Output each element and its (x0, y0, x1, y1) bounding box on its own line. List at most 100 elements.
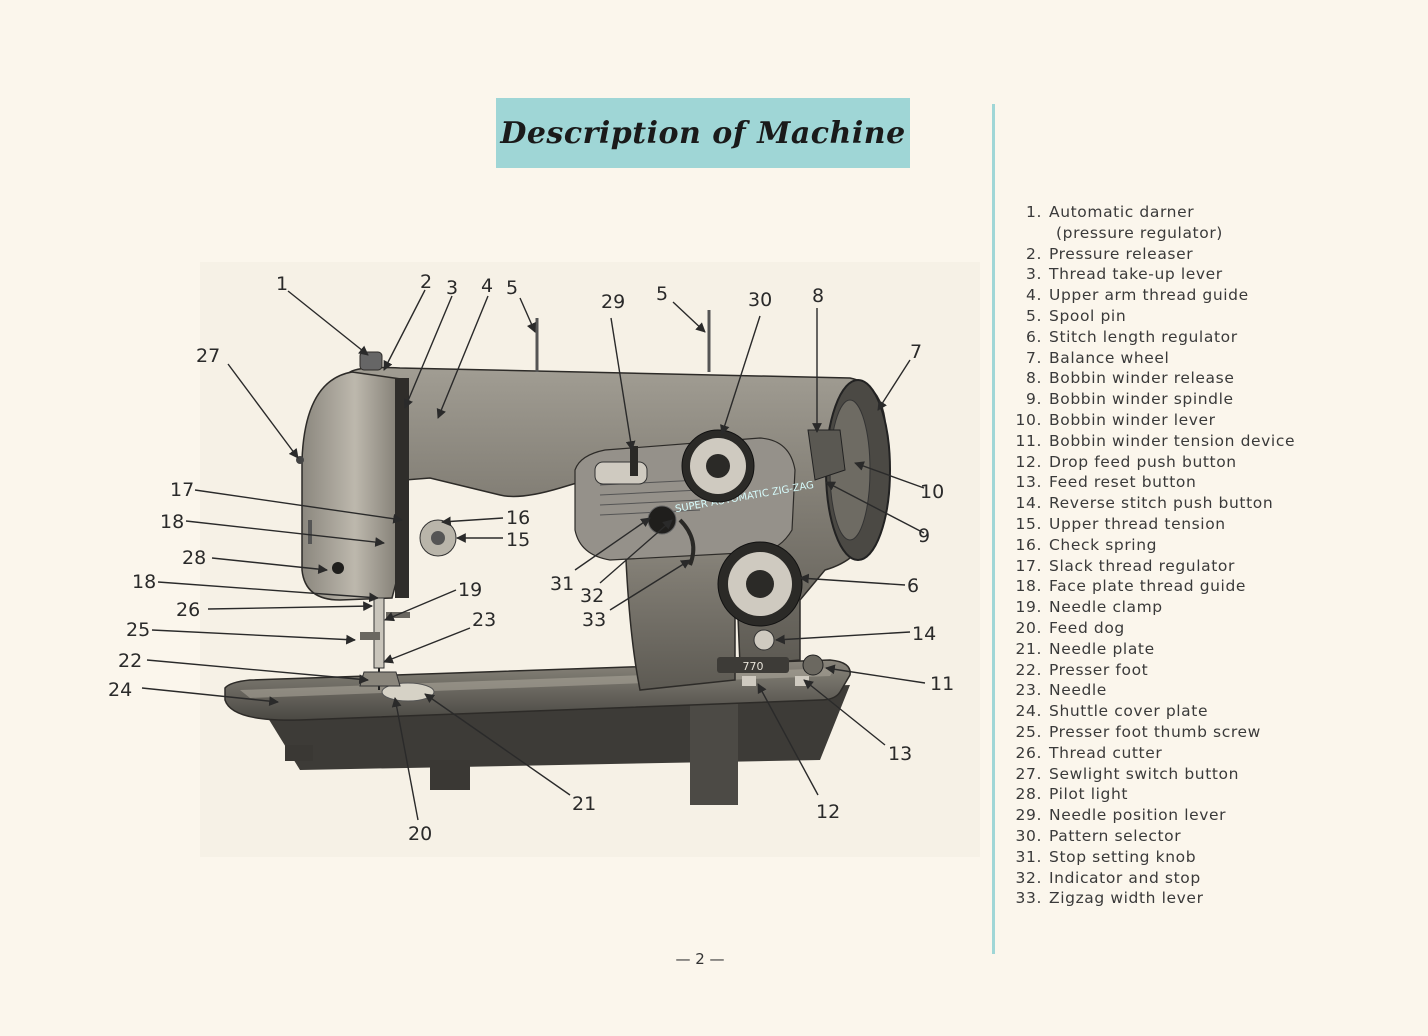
callout-20: 20 (408, 823, 432, 845)
callout-13: 13 (888, 743, 912, 765)
legend-item-label: Pattern selector (1049, 826, 1182, 845)
legend-item: 10.Bobbin winder lever (1008, 410, 1418, 431)
legend-item: 15.Upper thread tension (1008, 514, 1418, 535)
callout-32: 32 (580, 585, 604, 607)
legend-item-number: 30. (1015, 826, 1042, 845)
legend-item-label: Needle plate (1049, 639, 1155, 658)
legend-item-label: Bobbin winder spindle (1049, 390, 1234, 409)
legend-item-label: Face plate thread guide (1049, 577, 1247, 596)
legend-item-number: 20. (1015, 618, 1042, 637)
legend-item-label: Reverse stitch push button (1049, 494, 1274, 513)
legend-item: 13.Feed reset button (1008, 472, 1418, 493)
legend-item-label: Thread cutter (1049, 743, 1163, 762)
legend-item-label: Shuttle cover plate (1049, 702, 1209, 721)
legend-item-subtitle: (pressure regulator) (1056, 223, 1223, 242)
legend-item-number: 24. (1015, 702, 1042, 721)
needle-position-slot (594, 461, 648, 485)
legend-item-label: Bobbin winder tension device (1049, 431, 1296, 450)
callout-3: 3 (446, 277, 458, 299)
legend-item-label: Thread take-up lever (1049, 265, 1223, 284)
legend-item-label: Slack thread regulator (1049, 556, 1235, 575)
page-number: — 2 — (675, 950, 725, 968)
callout-10: 10 (920, 481, 944, 503)
needle-assembly (359, 597, 410, 690)
callout-23: 23 (472, 609, 496, 631)
legend-item-number: 6. (1026, 327, 1042, 346)
callout-labels: 1 2 3 4 5 5 27 29 30 8 7 10 9 17 16 15 1… (108, 271, 954, 845)
column-divider (992, 104, 995, 954)
legend-item-label: Pilot light (1049, 785, 1129, 804)
legend-item-label: Spool pin (1049, 306, 1127, 325)
callout-27: 27 (196, 345, 220, 367)
legend-item: 31.Stop setting knob (1008, 847, 1418, 868)
callout-17: 17 (170, 479, 194, 501)
legend-item-label: Zigzag width lever (1049, 889, 1204, 908)
legend-item-number: 22. (1015, 660, 1042, 679)
legend-item-number: 21. (1015, 639, 1042, 658)
legend-item-number: 28. (1015, 785, 1042, 804)
parts-legend: 1.Automatic darner(pressure regulator)2.… (1008, 202, 1418, 909)
callout-15: 15 (506, 529, 530, 551)
legend-item: 26.Thread cutter (1008, 743, 1418, 764)
legend-item-number: 7. (1026, 348, 1042, 367)
callout-26: 26 (176, 599, 200, 621)
legend-item-label: Pressure releaser (1049, 244, 1194, 263)
legend-item: 19.Needle clamp (1008, 597, 1418, 618)
legend-item: 27.Sewlight switch button (1008, 764, 1418, 785)
bobbin-winder (807, 429, 846, 481)
legend-item-number: 5. (1026, 306, 1042, 325)
legend-item-number: 23. (1015, 681, 1042, 700)
callout-14: 14 (912, 623, 936, 645)
legend-item: 14. Reverse stitch push button (1008, 493, 1418, 514)
legend-item-number: 11. (1015, 431, 1042, 450)
legend-item: 12.Drop feed push button (1008, 452, 1418, 473)
legend-item: 5. Spool pin (1008, 306, 1418, 327)
legend-item: 22.Presser foot (1008, 660, 1418, 681)
legend-item-number: 29. (1015, 806, 1042, 825)
title-banner: Description of Machine (496, 98, 910, 168)
legend-item-number: 16. (1015, 535, 1042, 554)
bobbin-tension-knob (802, 654, 824, 676)
legend-item: 16. Check spring (1008, 535, 1418, 556)
model-number: 770 (743, 660, 764, 673)
legend-item-number: 14. (1015, 494, 1042, 513)
legend-item-number: 18. (1015, 577, 1042, 596)
legend-item-label: Balance wheel (1049, 348, 1170, 367)
callout-1: 1 (276, 273, 288, 295)
callout-25: 25 (126, 619, 150, 641)
legend-item-label: Needle clamp (1049, 598, 1163, 617)
legend-item-label: Indicator and stop (1049, 868, 1201, 887)
legend-item: 4.Upper arm thread guide (1008, 285, 1418, 306)
legend-item-number: 9. (1026, 390, 1042, 409)
page-title: Description of Machine (500, 115, 906, 151)
callout-11: 11 (930, 673, 954, 695)
legend-item-number: 27. (1015, 764, 1042, 783)
legend-item: 32.Indicator and stop (1008, 868, 1418, 889)
legend-item-label: Upper arm thread guide (1049, 286, 1249, 305)
legend-item-label: Upper thread tension (1049, 514, 1226, 533)
leader-lines (141, 289, 926, 821)
callout-28: 28 (182, 547, 206, 569)
callout-9: 9 (918, 525, 930, 547)
legend-item-number: 17. (1015, 556, 1042, 575)
legend-item: 33.Zigzag width lever (1008, 888, 1418, 909)
legend-item: 9. Bobbin winder spindle (1008, 389, 1418, 410)
legend-item: 21. Needle plate (1008, 639, 1418, 660)
legend-item-label: Feed dog (1049, 618, 1125, 637)
legend-item-label: Drop feed push button (1049, 452, 1237, 471)
legend-item: 20. Feed dog (1008, 618, 1418, 639)
pilot-light (332, 562, 344, 574)
stitch-length-dial (717, 541, 803, 627)
callout-18a: 18 (160, 511, 184, 533)
legend-item-number: 10. (1015, 410, 1042, 429)
needle-plate (381, 682, 435, 702)
legend-item: 7. Balance wheel (1008, 348, 1418, 369)
legend-item-label: Check spring (1049, 535, 1158, 554)
zigzag-width-lever (678, 518, 696, 566)
legend-item-label: Stitch length regulator (1049, 327, 1238, 346)
legend-item: 28. Pilot light (1008, 784, 1418, 805)
legend-item: 29.Needle position lever (1008, 805, 1418, 826)
legend-item: 24. Shuttle cover plate (1008, 701, 1418, 722)
